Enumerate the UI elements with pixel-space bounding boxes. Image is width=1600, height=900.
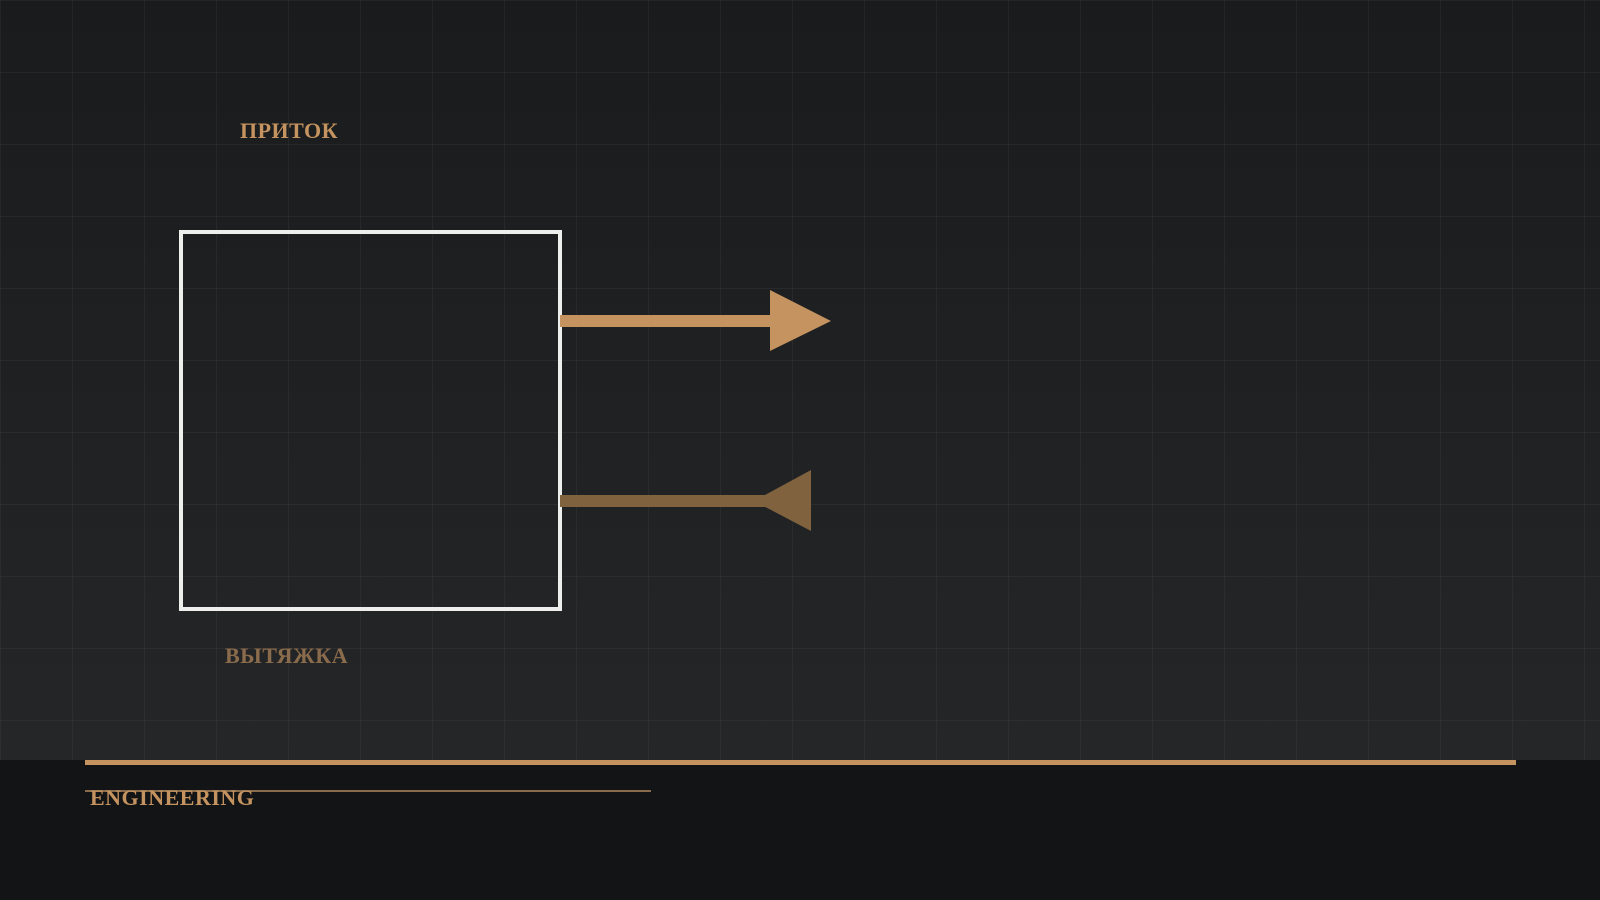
footer-accent-underline — [85, 790, 651, 792]
room-box — [179, 230, 562, 611]
exhaust-arrow-head — [754, 470, 811, 531]
diagram-stage — [0, 0, 1600, 760]
supply-label: ПРИТОК — [240, 118, 339, 143]
footer-band — [0, 760, 1600, 900]
supply-arrow — [560, 290, 831, 351]
supply-arrow-shaft — [560, 315, 775, 327]
footer-title: ENGINEERING — [90, 785, 255, 810]
supply-arrow-head — [770, 290, 831, 351]
exhaust-arrow — [560, 470, 811, 531]
exhaust-label: ВЫТЯЖКА — [225, 643, 349, 668]
exhaust-arrow-shaft — [560, 495, 780, 507]
background-grid — [0, 0, 1600, 760]
footer-accent-line — [85, 760, 1516, 765]
